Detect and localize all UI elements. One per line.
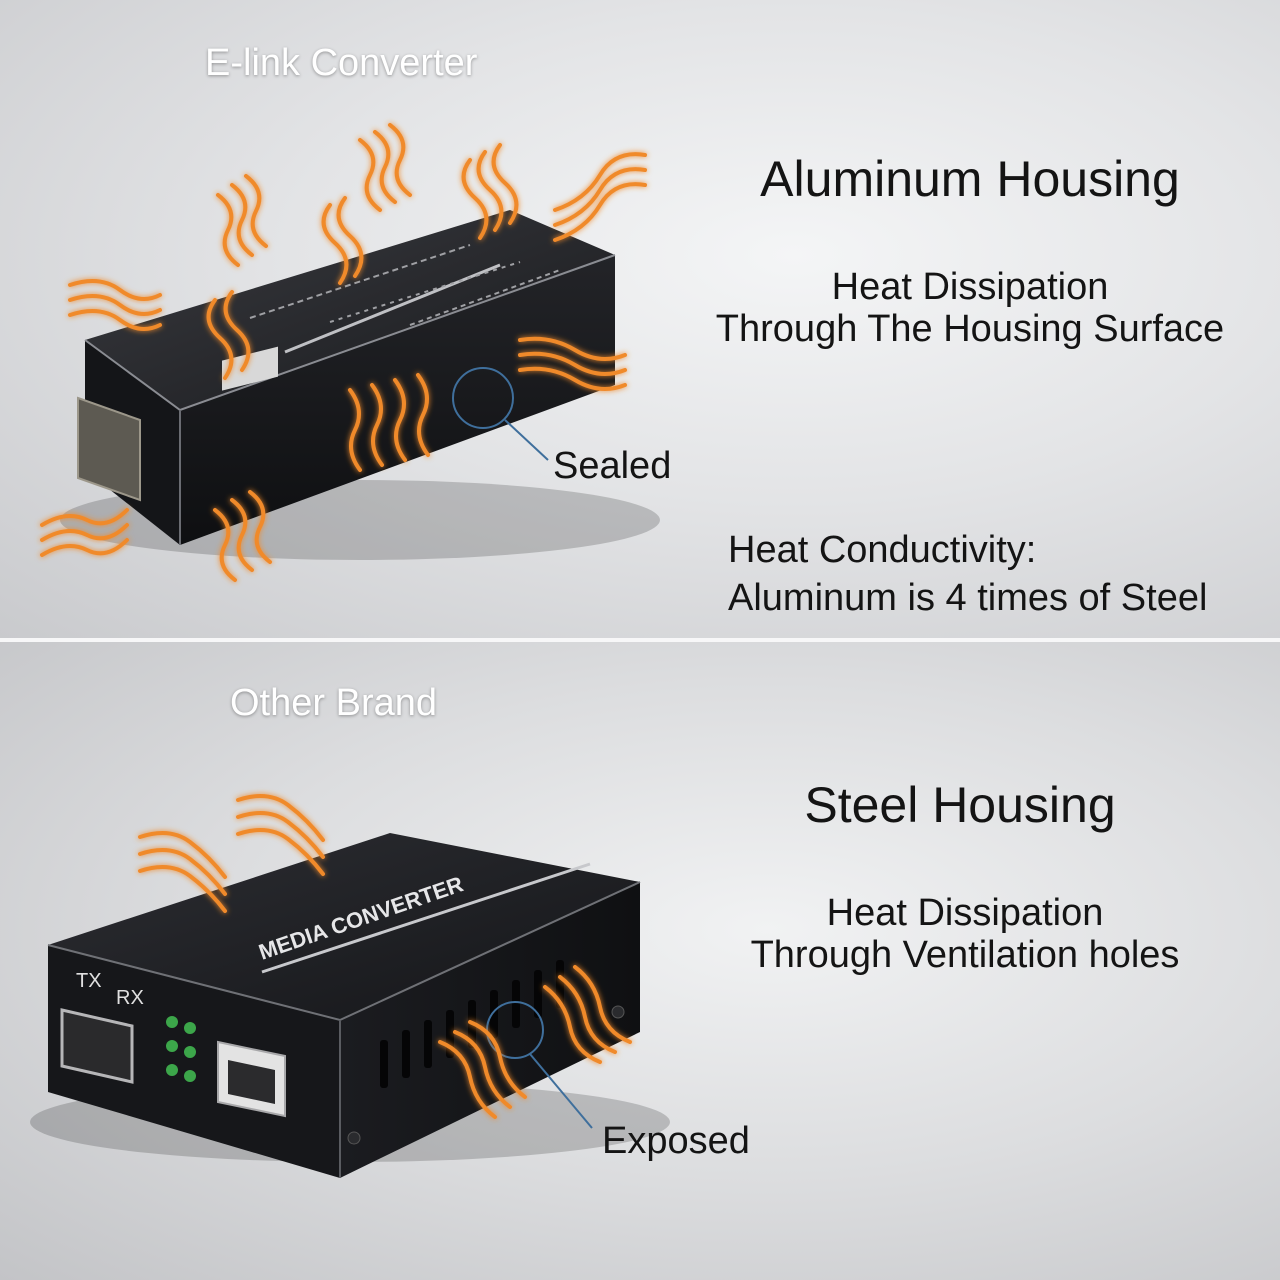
steel-dissipation-line2: Through Ventilation holes — [750, 934, 1180, 976]
panel-divider — [0, 638, 1280, 642]
sealed-callout-circle — [452, 367, 514, 429]
steel-housing-panel: MEDIA CONVERTER TX RX Other Brand Steel … — [0, 642, 1280, 1280]
tx-port-label: TX — [76, 970, 102, 992]
screw — [611, 1005, 625, 1019]
conductivity-line1: Heat Conductivity: — [728, 529, 1037, 571]
aluminum-converter-illustration — [40, 123, 660, 582]
aluminum-converter-device — [77, 210, 616, 545]
steel-converter-device — [47, 833, 641, 1178]
other-brand-label: Other Brand — [230, 682, 437, 724]
screw — [347, 1131, 361, 1145]
steel-dissipation-line1: Heat Dissipation — [826, 892, 1104, 934]
aluminum-brand-label: E-link Converter — [205, 42, 478, 84]
sealed-callout-label: Sealed — [553, 445, 672, 487]
rx-port-label: RX — [116, 987, 144, 1009]
steel-housing-heading: Steel Housing — [804, 777, 1116, 833]
aluminum-housing-panel: E-link Converter Aluminum Housing Heat D… — [0, 0, 1280, 638]
steel-device-front-face — [48, 945, 340, 1178]
exposed-callout-line — [529, 1053, 593, 1129]
exposed-callout-label: Exposed — [602, 1120, 750, 1162]
heat-waves-top — [40, 123, 647, 582]
conductivity-line2: Aluminum is 4 times of Steel — [728, 577, 1208, 619]
aluminum-dissipation-line1: Heat Dissipation — [831, 266, 1109, 308]
status-leds — [166, 1016, 196, 1082]
aluminum-dissipation-line2: Through The Housing Surface — [715, 308, 1225, 350]
aluminum-housing-heading: Aluminum Housing — [760, 151, 1180, 207]
device-side-face — [180, 255, 615, 545]
steel-sfp-port — [60, 1008, 134, 1084]
rj45-socket — [228, 1060, 275, 1104]
heat-waves-bottom — [138, 794, 632, 1119]
steel-converter-illustration: MEDIA CONVERTER TX RX — [30, 794, 670, 1178]
steel-device-top-face — [48, 833, 640, 1020]
rj45-label — [222, 346, 278, 391]
sealed-callout-line — [504, 419, 549, 461]
ventilation-holes — [380, 960, 564, 1088]
device-top-face — [85, 210, 615, 410]
sfp-port — [77, 396, 141, 502]
